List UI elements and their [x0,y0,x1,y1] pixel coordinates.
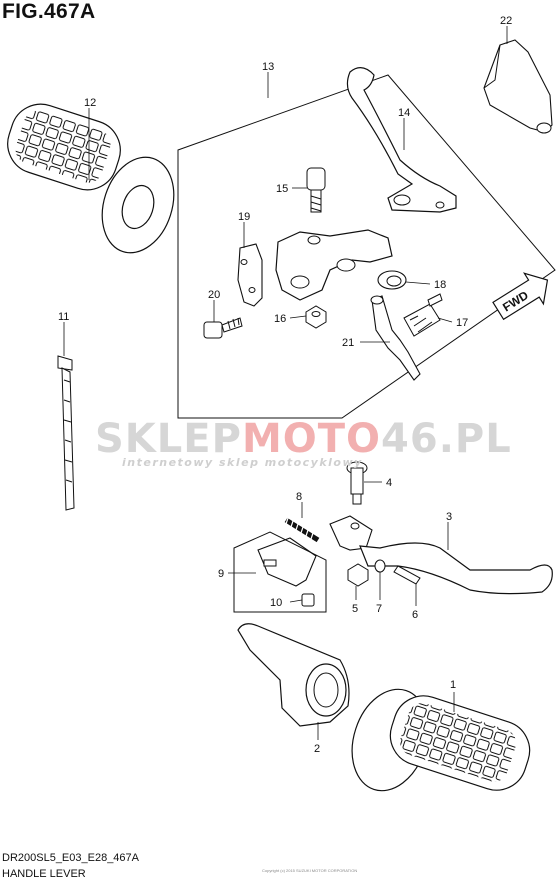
callout-6: 6 [412,609,418,621]
assembly-9-outline [233,531,327,613]
leader-lines [63,26,508,740]
watermark-brand-part1: SKLEP [95,416,242,462]
throttle-housing-part-2 [237,623,350,727]
spring-part-8 [284,517,320,543]
bolt-part-15 [306,167,326,213]
switch-part-9 [257,537,317,587]
callout-21: 21 [342,337,354,349]
brake-lever-part-3 [329,515,553,595]
fwd-direction-badge: FWD [492,272,549,321]
cable-tie-part-11 [57,355,75,511]
left-grip-part-12 [7,103,175,254]
callout-10: 10 [270,597,282,609]
callout-13: 13 [262,61,274,73]
callout-8: 8 [296,491,302,503]
callout-16: 16 [274,313,286,325]
callout-4: 4 [386,477,392,489]
right-grip-part-1 [351,688,531,792]
callout-14: 14 [398,107,410,119]
callout-12: 12 [84,97,96,109]
bolt-part-20 [203,317,243,339]
lever-cover-part-22 [483,39,553,134]
watermark: SKLEPMOTO46.PL internetowy sklep motocyk… [95,416,512,469]
pin-part-4 [346,461,368,505]
callout-15: 15 [276,183,288,195]
nut-part-16 [305,305,327,329]
figure-name: HANDLE LEVER [2,868,86,880]
watermark-tagline: internetowy sklep motocyklowy [122,456,363,469]
adjuster-part-17 [403,293,443,337]
callout-2: 2 [314,743,320,755]
figure-code: DR200SL5_E03_E28_467A [2,852,140,864]
callout-1: 1 [450,679,456,691]
watermark-brand-part3: 46.PL [381,416,512,462]
callout-17: 17 [456,317,468,329]
washer-part-7 [374,559,386,573]
callout-7: 7 [376,603,382,615]
callout-9: 9 [218,568,224,580]
nut-part-5 [347,563,369,587]
callout-20: 20 [208,289,220,301]
lever-holder [275,229,393,301]
watermark-brand-part2: MOTO [242,416,381,462]
callout-11: 11 [58,311,69,323]
switch-part-21 [370,295,421,381]
svg-text:SKLEPMOTO46.PL: SKLEPMOTO46.PL [95,416,512,462]
copyright-notice: Copyright (c) 2015 SUZUKI MOTOR CORPORAT… [262,868,358,873]
callout-5: 5 [352,603,358,615]
callout-3: 3 [446,511,452,523]
callout-18: 18 [434,279,446,291]
callout-19: 19 [238,211,250,223]
clamp-part-19 [237,243,263,307]
callout-labels: 1 2 3 4 5 6 7 8 9 10 11 12 13 14 15 16 1… [58,15,512,755]
callout-22: 22 [500,15,512,27]
clutch-lever-part-14 [346,67,457,213]
ring-part-18 [377,270,407,290]
figure-title: FIG.467A [2,0,96,23]
screw-part-10 [301,593,315,607]
